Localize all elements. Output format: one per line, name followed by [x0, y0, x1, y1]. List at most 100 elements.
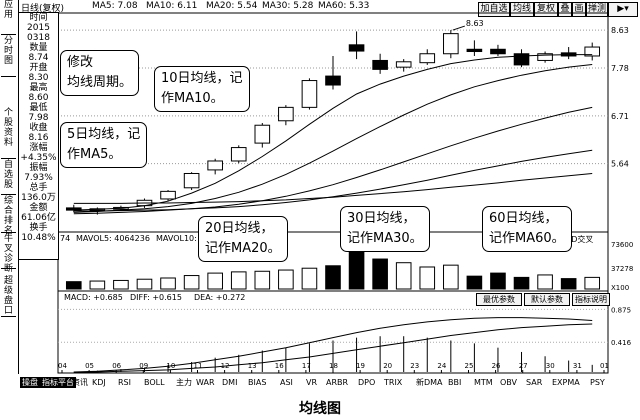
macd-label: MACD: +0.685: [64, 293, 123, 302]
volume-bar: [490, 272, 506, 290]
x-tick-label: 17: [302, 362, 311, 370]
candle-body: [419, 53, 436, 64]
info-amt: 61.06亿: [21, 213, 56, 223]
indicator-tab-19[interactable]: SAR: [526, 378, 543, 387]
info-amp: 7.93%: [24, 173, 53, 183]
default-param-button[interactable]: 默认参数: [524, 293, 570, 306]
volume-bar: [560, 278, 577, 290]
ma-line-ma20: [73, 106, 593, 215]
volume-axis-label: X100: [611, 284, 629, 292]
candle-body: [537, 53, 553, 61]
candle-body: [443, 33, 459, 55]
sidebar-item-apps[interactable]: 应用: [1, 0, 16, 35]
callout-modify-period: 修改 均线周期。: [60, 50, 140, 96]
candle-body: [278, 106, 294, 122]
dea-label: DEA: +0.272: [194, 293, 246, 302]
indicator-tab-21[interactable]: PSY: [590, 378, 605, 387]
indicator-tab-6[interactable]: 主力: [176, 378, 192, 387]
candle-body: [513, 53, 530, 66]
indicator-tab-18[interactable]: OBV: [500, 378, 518, 387]
latest-param-button[interactable]: 最优参数: [476, 293, 522, 306]
info-vol: 136.0万: [21, 193, 56, 203]
indicator-tab-5[interactable]: BOLL: [144, 378, 165, 387]
price-axis-label: 6.71: [611, 112, 629, 121]
indicator-tab-13[interactable]: DPO: [358, 378, 376, 387]
info-low: 7.98: [28, 113, 49, 123]
volume-bar: [537, 274, 553, 290]
info-turn-label: 换手: [29, 223, 48, 233]
callout-ma5: 5日均线，记 作MA5。: [60, 122, 148, 168]
callout-text: 5日均线，记 作MA5。: [67, 127, 141, 162]
volume-bar: [419, 266, 436, 290]
chevron-right-icon: ▶: [617, 4, 625, 14]
indicator-help-button[interactable]: 指标说明: [572, 293, 610, 306]
nav-arrows[interactable]: ▶▾: [608, 2, 638, 17]
info-qty: 8.74: [28, 53, 49, 63]
sidebar-item-timeshare[interactable]: 分时图: [1, 36, 16, 77]
callout-ma60: 60日均线， 记作MA60。: [482, 206, 572, 252]
x-tick-label: 26: [492, 362, 501, 370]
ma60-legend: MA60: 5.33: [318, 1, 370, 11]
volume-bar: [301, 267, 318, 290]
ma5-legend: MA5: 7.08: [92, 1, 138, 11]
volume-bar: [443, 264, 459, 290]
volume-bar: [278, 269, 294, 290]
volume-bar: [113, 279, 129, 290]
sidebar-item-ranking[interactable]: 综合排名: [1, 196, 16, 236]
x-tick-label: 11: [194, 362, 203, 370]
volume-bar: [136, 278, 153, 290]
indicator-tab-3[interactable]: KDJ: [92, 378, 106, 387]
candle-body: [490, 48, 506, 55]
indicator-tab-2[interactable]: 资讯: [72, 378, 88, 387]
macd-diff-line: [73, 317, 593, 373]
x-tick-label: 18: [329, 362, 338, 370]
indicator-tab-15[interactable]: 新DMA: [416, 378, 443, 387]
info-chg-label: 涨幅: [29, 143, 48, 153]
x-tick-label: 16: [275, 362, 284, 370]
indicator-tab-14[interactable]: TRIX: [384, 378, 403, 387]
volume-bar: [584, 276, 601, 290]
callout-text: 30日均线， 记作MA30。: [347, 211, 423, 246]
volume-bar: [230, 271, 247, 290]
callout-text: 10日均线，记 作MA10。: [161, 71, 243, 106]
callout-ma20: 20日均线， 记作MA20。: [198, 216, 288, 262]
diff-label: DIFF: +0.615: [130, 293, 182, 302]
candle-body: [230, 147, 247, 162]
sidebar-item-stock-profile[interactable]: 个股资料: [1, 108, 16, 159]
info-vol-label: 总手: [29, 183, 48, 193]
volume-bar: [466, 275, 483, 290]
x-tick-label: 25: [465, 362, 474, 370]
volume-bar: [513, 276, 530, 290]
sidebar-item-watchlist[interactable]: 自选股: [1, 160, 16, 195]
chevron-down-icon: ▾: [624, 4, 629, 14]
info-qty-label: 数量: [29, 43, 48, 53]
indicator-tab-10[interactable]: ASI: [280, 378, 293, 387]
callout-text: 20日均线， 记作MA20。: [205, 221, 281, 256]
info-low-label: 最低: [29, 103, 48, 113]
x-tick-label: 13: [248, 362, 257, 370]
indicator-tab-17[interactable]: MTM: [474, 378, 493, 387]
indicator-tab-16[interactable]: BBI: [448, 378, 462, 387]
indicator-tab-1[interactable]: 指标平台: [40, 377, 76, 388]
candle-body: [325, 75, 341, 86]
indicator-tab-11[interactable]: VR: [306, 378, 318, 387]
indicator-tab-9[interactable]: BIAS: [248, 378, 267, 387]
volume-bar: [160, 277, 176, 290]
volume-bar: [183, 275, 200, 290]
indicator-tab-8[interactable]: DMI: [222, 378, 238, 387]
indicator-tab-4[interactable]: RSI: [118, 378, 131, 387]
sidebar-item-super-quote[interactable]: 超级盘口: [1, 276, 16, 317]
indicator-tab-7[interactable]: WAR: [196, 378, 215, 387]
candle-body: [65, 207, 82, 211]
info-chg: +4.35%: [20, 153, 57, 163]
x-tick-label: 19: [356, 362, 365, 370]
figure-caption: 均线图: [299, 401, 341, 417]
candle-body: [372, 59, 388, 70]
volume-axis-label: 37278: [611, 265, 633, 273]
indicator-tab-12[interactable]: ARBR: [326, 378, 349, 387]
indicator-tab-0[interactable]: 操盘: [20, 377, 40, 388]
macd-axis-label: 0.875: [611, 306, 631, 314]
sidebar-item-diagnosis[interactable]: 牛叉诊断: [1, 234, 16, 274]
mavol10-label: MAVOL10: 2795310: [156, 234, 235, 243]
indicator-tab-20[interactable]: EXPMA: [552, 378, 580, 387]
